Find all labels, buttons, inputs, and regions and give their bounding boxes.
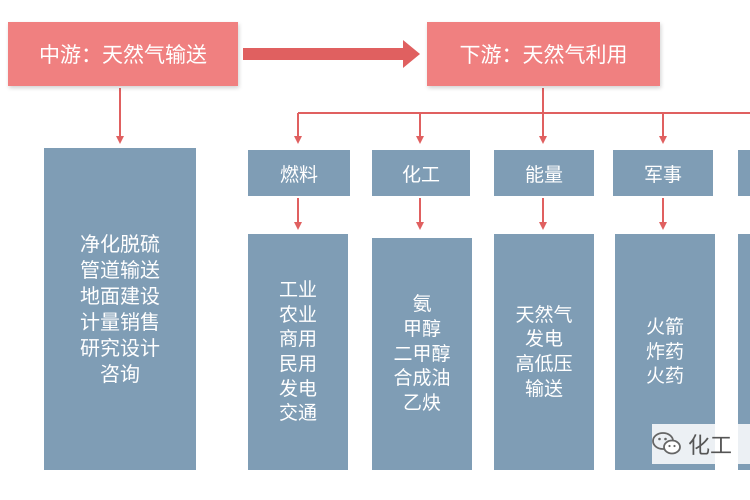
midstream-detail-item: 计量销售 bbox=[80, 310, 160, 334]
detail-box-partial bbox=[738, 234, 750, 470]
military-detail-item: 火药 bbox=[645, 365, 684, 388]
fuel-detail-box: 工业 农业 商用 民用 发电 交通 bbox=[248, 234, 348, 470]
watermark: 化工 bbox=[652, 424, 750, 464]
chemical-detail-item: 合成油 bbox=[393, 367, 451, 390]
chemical-detail-item: 氨 bbox=[412, 293, 432, 316]
energy-detail-box: 天然气 发电 高低压 输送 bbox=[494, 234, 594, 470]
category-chemical: 化工 bbox=[372, 150, 470, 196]
fuel-detail-item: 工业 bbox=[278, 278, 317, 301]
military-detail-item: 炸药 bbox=[645, 340, 684, 363]
category-label: 能量 bbox=[524, 163, 563, 186]
military-detail-item: 火箭 bbox=[645, 315, 684, 338]
wechat-icon bbox=[652, 431, 682, 457]
chemical-detail-item: 甲醇 bbox=[402, 317, 441, 340]
category-partial bbox=[738, 150, 750, 196]
category-energy: 能量 bbox=[494, 150, 594, 196]
midstream-title: 中游：天然气输送 bbox=[39, 43, 207, 67]
flow-arrow-mid-to-down bbox=[243, 40, 420, 68]
energy-detail-item: 发电 bbox=[524, 328, 563, 351]
category-military: 军事 bbox=[613, 150, 713, 196]
fuel-detail-item: 商用 bbox=[278, 328, 317, 351]
energy-detail-item: 输送 bbox=[524, 377, 563, 400]
fuel-detail-item: 农业 bbox=[278, 303, 317, 326]
energy-detail-item: 高低压 bbox=[515, 353, 573, 375]
midstream-detail-item: 咨询 bbox=[100, 362, 140, 386]
downstream-stage: 下游：天然气利用 bbox=[427, 22, 660, 86]
midstream-detail-box: 净化脱硫 管道输送 地面建设 计量销售 研究设计 咨询 bbox=[44, 148, 196, 470]
category-label: 化工 bbox=[401, 163, 440, 186]
midstream-stage: 中游：天然气输送 bbox=[8, 22, 238, 86]
midstream-detail-item: 研究设计 bbox=[80, 336, 160, 360]
energy-detail-item: 天然气 bbox=[515, 303, 573, 326]
category-fuel: 燃料 bbox=[248, 150, 350, 196]
fuel-detail-item: 发电 bbox=[278, 377, 317, 400]
category-label: 军事 bbox=[643, 163, 682, 186]
category-label: 燃料 bbox=[279, 163, 318, 186]
midstream-detail-item: 管道输送 bbox=[80, 258, 160, 282]
midstream-detail-item: 地面建设 bbox=[80, 284, 160, 308]
chemical-detail-item: 乙炔 bbox=[402, 392, 441, 415]
midstream-detail-item: 净化脱硫 bbox=[80, 232, 160, 256]
chemical-detail-item: 二甲醇 bbox=[393, 342, 451, 365]
downstream-title: 下游：天然气利用 bbox=[459, 43, 628, 67]
fuel-detail-item: 交通 bbox=[278, 402, 317, 425]
chemical-detail-box: 氨 甲醇 二甲醇 合成油 乙炔 bbox=[372, 238, 472, 470]
watermark-text: 化工 bbox=[688, 434, 733, 459]
fuel-detail-item: 民用 bbox=[278, 353, 317, 375]
